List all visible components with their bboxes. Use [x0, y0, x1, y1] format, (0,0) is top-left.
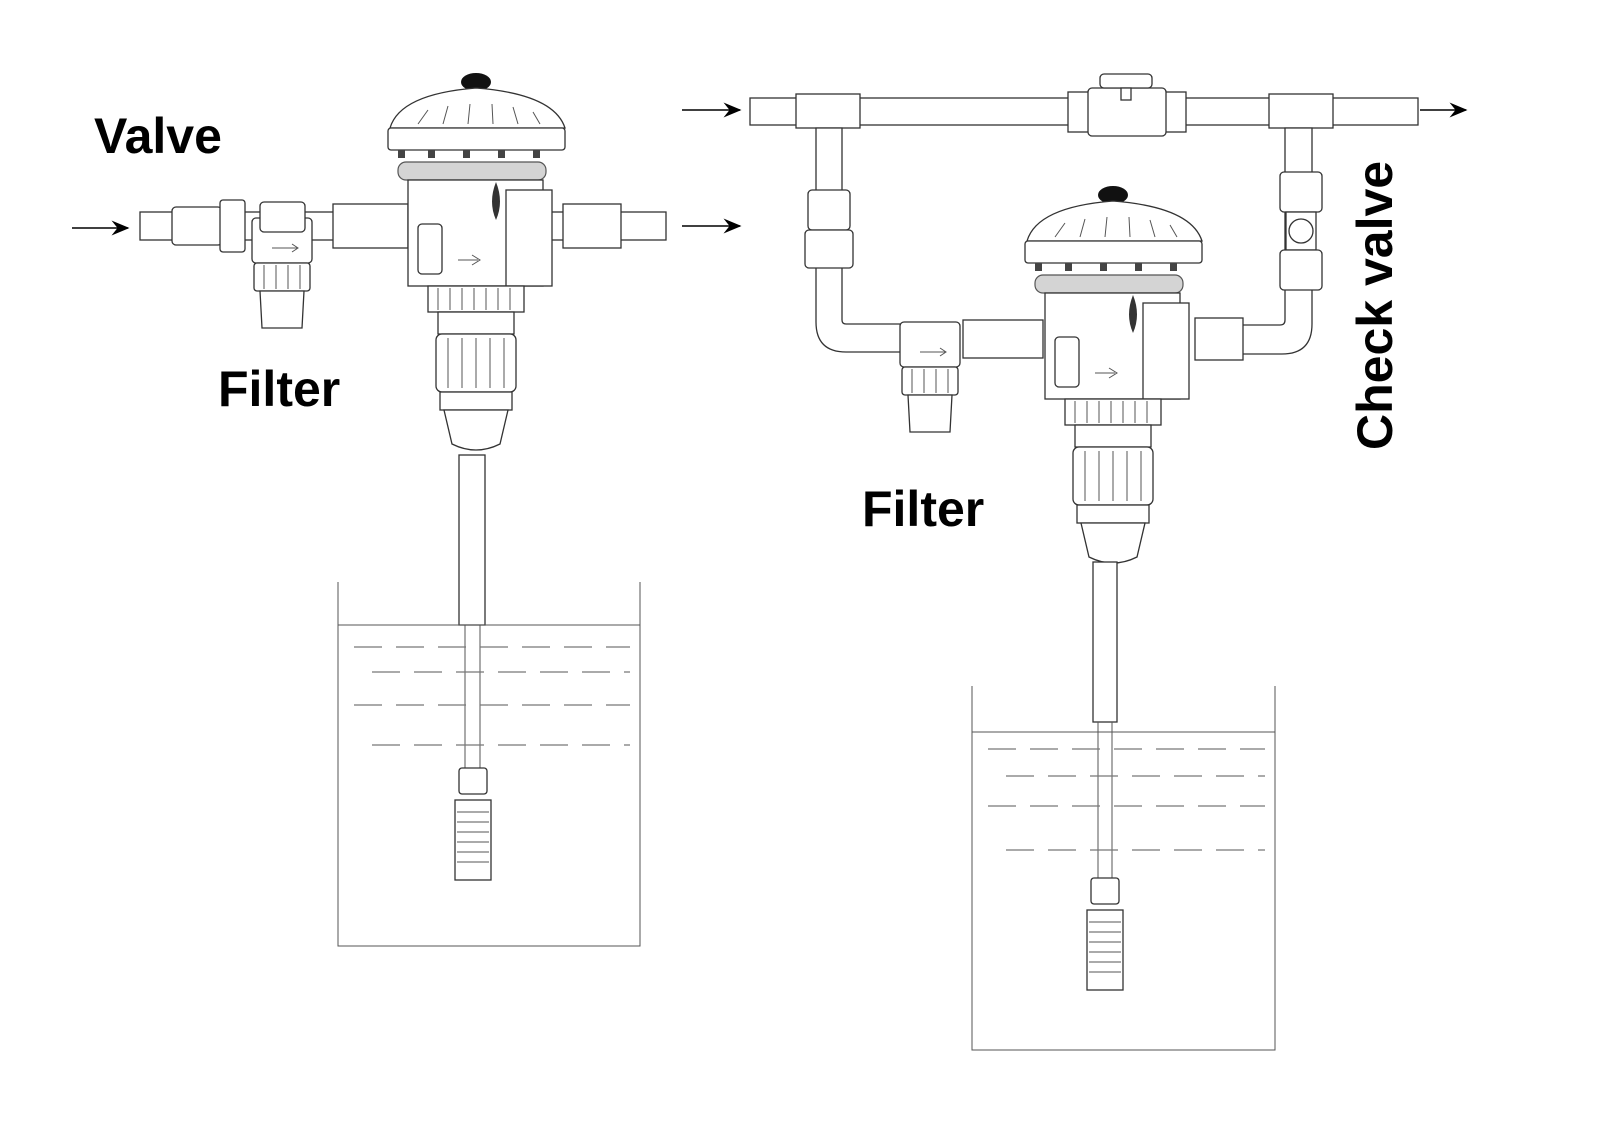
liquid-lines [988, 748, 1265, 851]
left-installation [72, 72, 742, 947]
label-valve: Valve [94, 108, 222, 164]
pump2-outlet-fitting [1194, 317, 1244, 361]
tank [971, 686, 1276, 1051]
branch-valve [804, 189, 854, 269]
liquid-lines [354, 646, 630, 746]
label-filter-left: Filter [218, 361, 340, 417]
suction-tube [1092, 561, 1118, 723]
dosing-pump [1024, 185, 1203, 564]
filter [899, 321, 961, 433]
pump-outlet-fitting [562, 203, 622, 249]
suction-strainer [1086, 877, 1124, 991]
label-check-valve: Check valve [1347, 161, 1403, 450]
suction-tube [458, 454, 486, 626]
tank [337, 582, 641, 947]
filter [251, 217, 313, 329]
label-filter-right: Filter [862, 481, 984, 537]
dosing-pump [387, 72, 566, 451]
valve [171, 199, 246, 253]
tee-right [1268, 93, 1334, 129]
tee-left [795, 93, 861, 129]
pump2-inlet-fitting [962, 319, 1044, 359]
suction-strainer [454, 767, 492, 881]
ball-valve [1067, 73, 1187, 137]
right-installation [682, 73, 1468, 1051]
check-valve [1279, 171, 1323, 291]
pump-inlet-fitting [332, 203, 409, 249]
